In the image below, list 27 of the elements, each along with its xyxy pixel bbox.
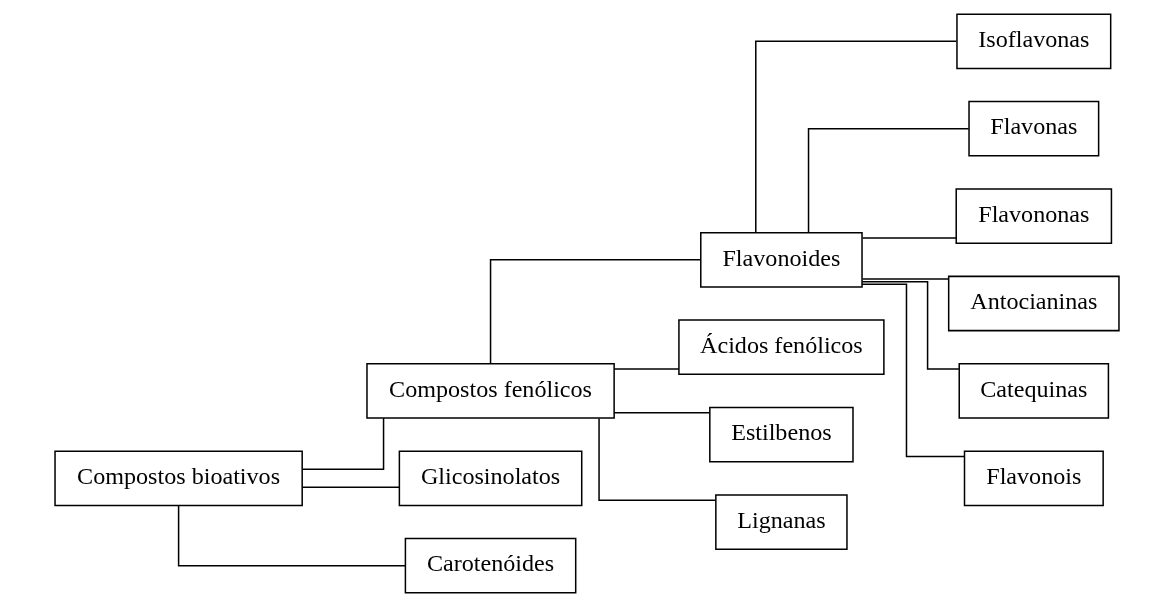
node-box: Flavononas	[954, 188, 1112, 244]
connector	[613, 412, 710, 414]
connector	[754, 40, 957, 234]
node-box: Carotenóides	[404, 537, 576, 594]
node-box: Ácidos fenólicos	[677, 319, 885, 376]
node-box: Antocianinas	[947, 275, 1120, 332]
connector	[807, 127, 969, 234]
connector	[861, 278, 949, 280]
node-box: Isoflavonas	[955, 13, 1111, 70]
node-box: Flavonas	[967, 100, 1099, 157]
connector	[860, 280, 960, 370]
connector	[613, 368, 680, 370]
connector	[301, 486, 400, 489]
connector	[177, 504, 406, 567]
node-box: Estilbenos	[708, 406, 854, 463]
node-box: Flavonoides	[699, 231, 863, 288]
node-box: Compostos bioativos	[53, 450, 303, 507]
connector	[597, 417, 716, 501]
connector	[301, 417, 384, 471]
connector	[861, 237, 957, 239]
connector	[489, 259, 702, 365]
node-box: Catequinas	[957, 363, 1109, 419]
node-box: Flavonois	[963, 450, 1104, 507]
connector	[860, 283, 965, 458]
node-box: Compostos fenólicos	[365, 363, 615, 419]
node-box: Glicosinolatos	[398, 450, 582, 507]
node-box: Lignanas	[714, 494, 848, 550]
